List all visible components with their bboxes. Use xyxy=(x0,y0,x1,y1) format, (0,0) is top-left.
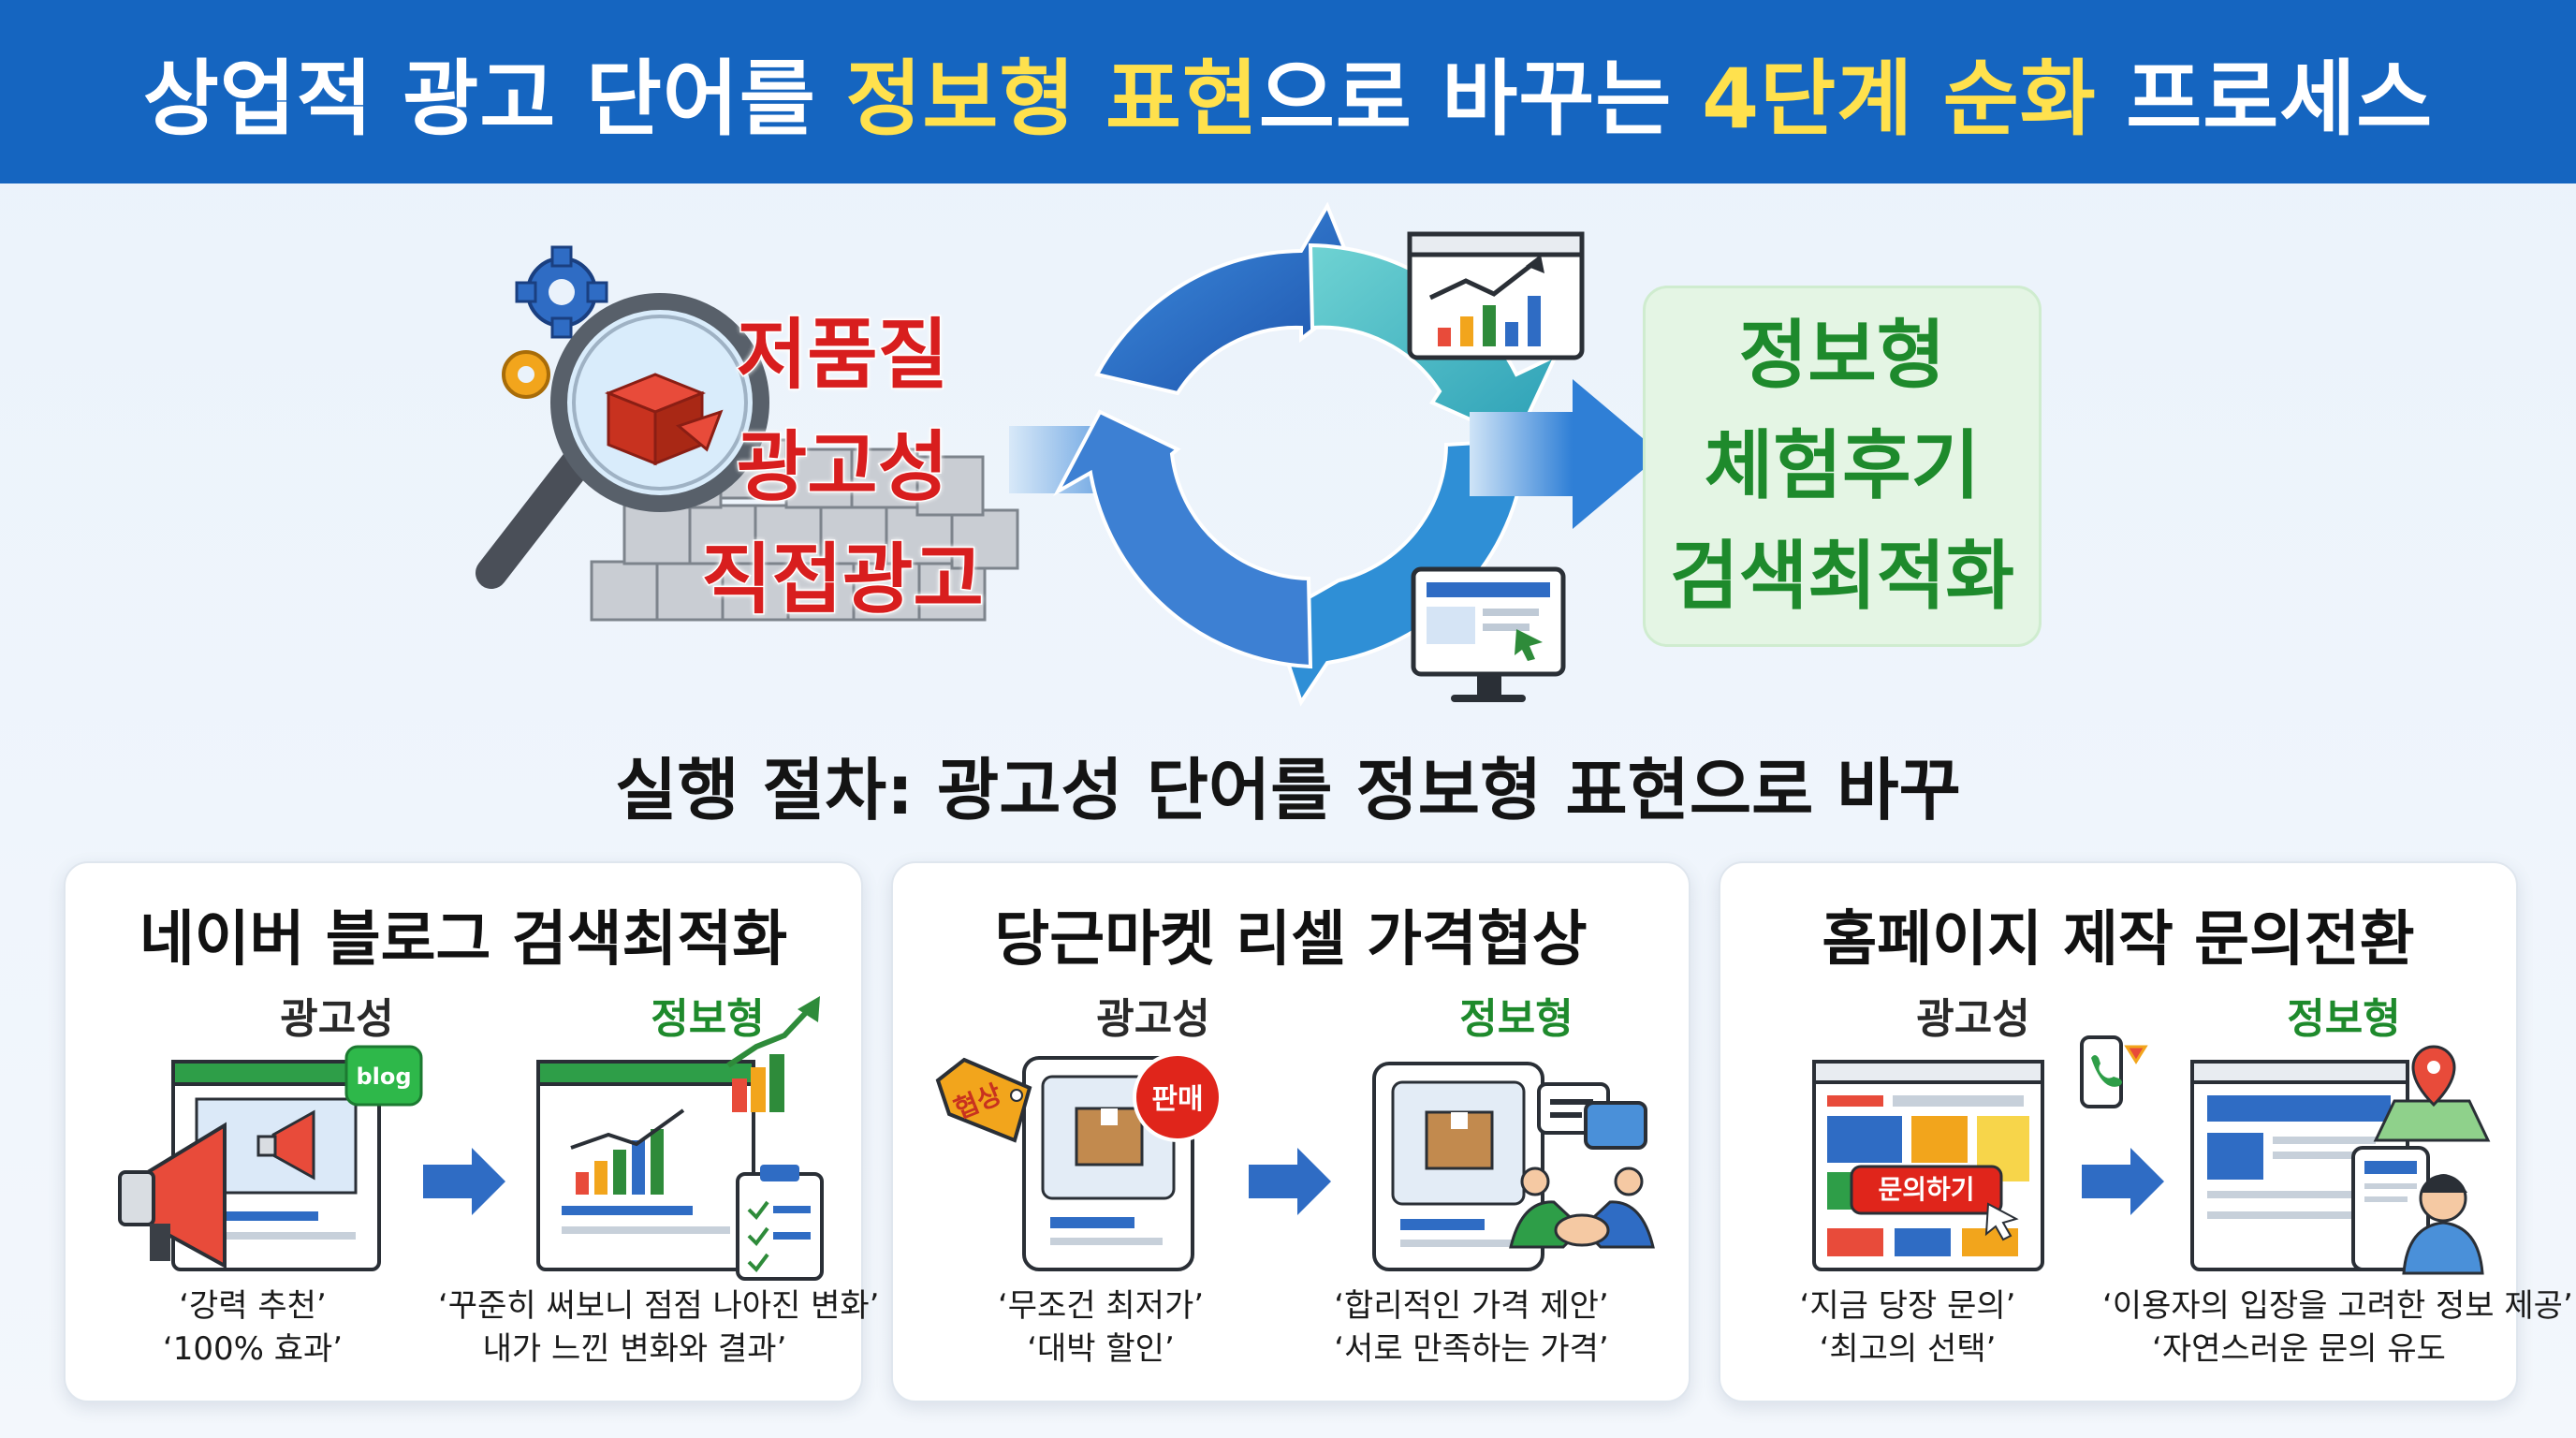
arrow-right-icon xyxy=(2082,1148,2164,1215)
ad-quote-line-1: ‘강력 추천’ xyxy=(179,1287,327,1325)
bad-word-2: 광고성 xyxy=(735,422,949,514)
megaphone-icon xyxy=(118,1109,315,1269)
blog-badge-icon: blog xyxy=(344,1045,423,1107)
header-banner: 상업적 광고 단어를 정보형 표현으로 바꾸는 4단계 순화 프로세스 xyxy=(0,0,2576,183)
gear-icon xyxy=(515,245,608,339)
section-subtitle: 실행 절차: 광고성 단어를 정보형 표현으로 바꾸 xyxy=(615,751,1961,829)
sale-badge-icon: 판매 xyxy=(1133,1052,1222,1142)
info-quote-line-1: ‘꾸준히 써보니 점점 나아진 변화’ xyxy=(438,1287,880,1325)
info-quote: ‘합리적인 가격 제안’ ‘서로 만족하는 가격’ xyxy=(1275,1284,1668,1371)
checklist-icon xyxy=(736,1165,824,1281)
info-quote-line-2: ‘서로 만족하는 가격’ xyxy=(1334,1330,1609,1368)
card-naver-blog: 네이버 블로그 검색최적화 광고성 정보형 blog xyxy=(64,861,880,1402)
info-quote-line-2: ‘자연스러운 문의 유도 xyxy=(2152,1330,2446,1368)
magnifier-icon xyxy=(476,293,769,589)
card-title: 홈페이지 제작 문의전환 xyxy=(1822,905,2415,975)
good-word-3: 검색최적화 xyxy=(1670,533,2014,620)
hero-illustration xyxy=(476,201,1661,707)
gear-small-icon xyxy=(502,350,550,399)
ad-quote-line-1: ‘지금 당장 문의’ xyxy=(1799,1287,2016,1325)
price-tag-icon: 협상 xyxy=(935,1057,1032,1143)
handshake-icon xyxy=(1509,1167,1655,1249)
bad-word-3: 직접광고 xyxy=(700,535,986,626)
chart-window-icon xyxy=(1407,231,1585,360)
info-quote: ‘꾸준히 써보니 점점 나아진 변화’ 내가 느낀 변화와 결과’ xyxy=(438,1284,880,1371)
chart-up-icon xyxy=(726,996,820,1112)
title-highlight-1: 정보형 표현 xyxy=(845,50,1259,147)
title-part-1: 상업적 광고 단어를 xyxy=(142,50,846,147)
ad-quote: ‘지금 당장 문의’ ‘최고의 선택’ xyxy=(1711,1284,2104,1371)
info-label: 정보형 xyxy=(2287,995,2401,1043)
good-word-2: 체험후기 xyxy=(1704,422,1981,509)
map-pin-icon xyxy=(2373,1045,2491,1142)
chat-bubble-icon xyxy=(1537,1082,1647,1150)
flow-arrow-out xyxy=(1470,379,1661,529)
ad-quote-line-2: ‘대박 할인’ xyxy=(1027,1330,1175,1368)
info-quote-line-2: 내가 느낀 변화와 결과’ xyxy=(482,1330,787,1368)
monitor-icon xyxy=(1411,566,1566,702)
arrow-right-icon xyxy=(423,1148,505,1215)
page-title: 상업적 광고 단어를 정보형 표현으로 바꾸는 4단계 순화 프로세스 xyxy=(143,33,2433,152)
cycle-ring-icon xyxy=(1053,201,1560,707)
ad-quote: ‘강력 추천’ ‘100% 효과’ xyxy=(56,1284,449,1371)
card-illustration: blog xyxy=(118,996,824,1281)
info-quote-line-1: ‘이용자의 입장을 고려한 정보 제공’ xyxy=(2102,1287,2573,1325)
phone-icon xyxy=(2080,1035,2148,1108)
ad-label: 광고성 xyxy=(1916,995,2030,1043)
good-words-box: 정보형 체험후기 검색최적화 xyxy=(1643,286,2042,647)
ad-quote-line-2: ‘최고의 선택’ xyxy=(1819,1330,1997,1368)
product-card-icon-2 xyxy=(1372,1062,1544,1271)
good-word-1: 정보형 xyxy=(1738,312,1946,399)
bad-word-1: 저품질 xyxy=(735,310,949,402)
card-title: 네이버 블로그 검색최적화 xyxy=(139,905,788,975)
card-daangn-market: 당근마켓 리셀 가격협상 광고성 정보형 협상 판매 xyxy=(891,861,1690,1402)
info-quote-line-1: ‘합리적인 가격 제안’ xyxy=(1334,1287,1609,1325)
blog-badge-text: blog xyxy=(356,1064,411,1090)
ad-label: 광고성 xyxy=(280,995,394,1043)
arrow-right-icon xyxy=(1249,1148,1331,1215)
info-label: 정보형 xyxy=(651,995,765,1043)
info-label: 정보형 xyxy=(1459,995,1573,1043)
info-quote: ‘이용자의 입장을 고려한 정보 제공’ ‘자연스러운 문의 유도 xyxy=(2102,1284,2573,1371)
support-agent-icon xyxy=(2402,1174,2484,1275)
sale-badge-text: 판매 xyxy=(1151,1083,1203,1116)
inquiry-button-icon: 문의하기 xyxy=(1850,1165,2019,1241)
card-illustration: 협상 판매 xyxy=(935,1052,1655,1271)
box-icon xyxy=(604,373,724,466)
ad-quote-line-1: ‘무조건 최저가’ xyxy=(997,1287,1205,1325)
card-title: 당근마켓 리셀 가격협상 xyxy=(994,905,1588,975)
title-part-2: 으로 바꾸는 xyxy=(1258,50,1702,147)
title-highlight-2: 4단계 순화 xyxy=(1701,50,2097,147)
blocks-pile-icon xyxy=(590,438,1019,622)
inquiry-button-text: 문의하기 xyxy=(1878,1174,1974,1205)
ad-label: 광고성 xyxy=(1096,995,1210,1043)
bad-words-list: 저품질 광고성 직접광고 xyxy=(693,300,992,637)
ad-quote: ‘무조건 최저가’ ‘대박 할인’ xyxy=(904,1284,1297,1371)
card-illustration: 문의하기 xyxy=(1812,1035,2491,1275)
title-part-3: 프로세스 xyxy=(2096,50,2434,147)
growth-window-icon xyxy=(536,1060,755,1271)
tablet-icon xyxy=(2351,1146,2430,1271)
ad-quote-line-2: ‘100% 효과’ xyxy=(162,1330,344,1368)
card-homepage: 홈페이지 제작 문의전환 광고성 정보형 문의하기 xyxy=(1719,861,2573,1402)
